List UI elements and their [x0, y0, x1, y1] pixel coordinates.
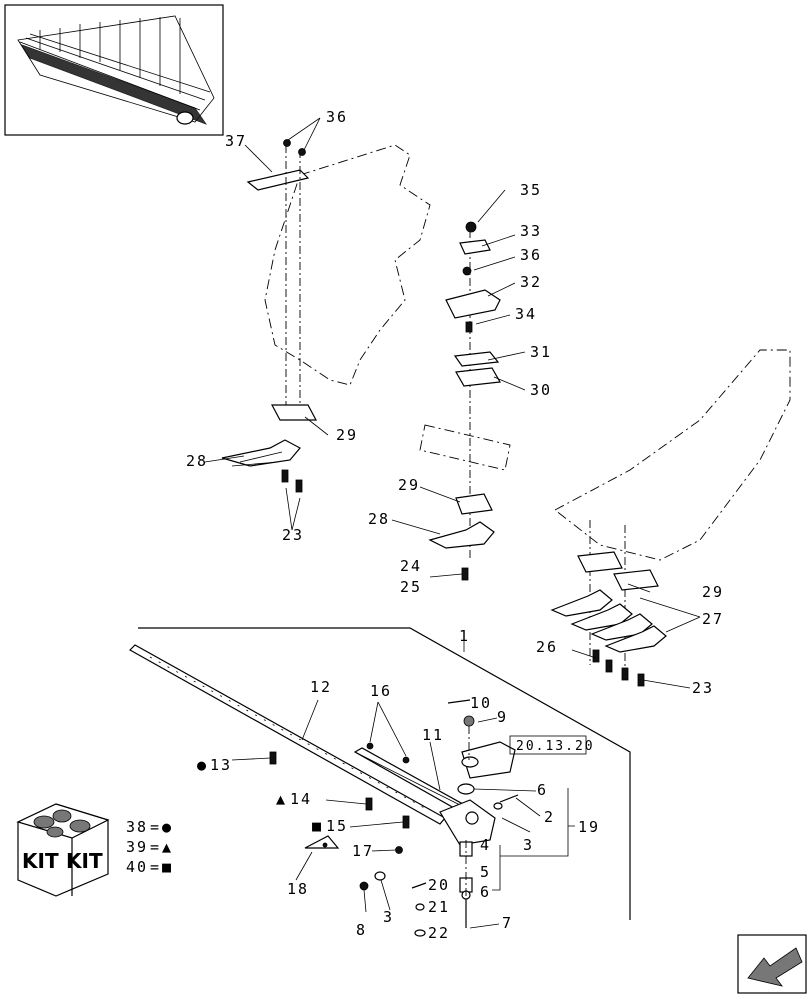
callout-10: 10: [470, 694, 492, 712]
callout-30: 30: [530, 381, 552, 399]
callout-2: 2: [544, 808, 555, 826]
callout-37: 37: [225, 132, 247, 150]
callout-34: 34: [515, 305, 537, 323]
legend-symbol-38: ●: [162, 818, 173, 836]
left-guard-assembly: [221, 139, 431, 493]
legend-number-40: 40: [126, 858, 148, 876]
callout-23a: 23: [282, 526, 304, 544]
callout-23b: 23: [692, 679, 714, 697]
callout-5: 5: [480, 863, 491, 881]
kit-label-left: KIT: [22, 849, 59, 873]
callout-24: 24: [400, 557, 422, 575]
callout-1: 1: [459, 627, 470, 645]
callout-33: 33: [520, 222, 542, 240]
symbol-circle-13: ●: [197, 756, 208, 774]
callout-11: 11: [422, 726, 444, 744]
callout-21: 21: [428, 898, 450, 916]
callout-29a: 29: [336, 426, 358, 444]
legend-number-38: 38: [126, 818, 148, 836]
callout-36b: 36: [520, 246, 542, 264]
symbol-square-15: ■: [312, 817, 323, 835]
kit-label-right: KIT: [66, 849, 103, 873]
callout-9: 9: [497, 708, 508, 726]
callout-28b: 28: [368, 510, 390, 528]
center-guard-assembly: [419, 221, 511, 581]
callout-8: 8: [356, 921, 367, 939]
callout-19: 19: [578, 818, 600, 836]
legend-equals-40: =: [150, 858, 161, 876]
callout-29b: 29: [398, 476, 420, 494]
callout-6b: 6: [480, 883, 491, 901]
callout-labels: 36 37 35 33 36 32 34 31 30 29 28 23 29 2…: [186, 108, 724, 942]
kit-box-icon: KIT KIT: [16, 803, 110, 897]
header-thumbnail: [4, 4, 224, 136]
knife-assembly-frame: [129, 627, 631, 937]
symbol-triangle-14: ▲: [276, 790, 287, 808]
callout-25: 25: [400, 578, 422, 596]
callout-20: 20: [428, 876, 450, 894]
legend-symbol-40: ■: [162, 858, 173, 876]
callout-3a: 3: [523, 836, 534, 854]
callout-14: 14: [290, 790, 312, 808]
legend-equals-38: =: [150, 818, 161, 836]
callout-27: 27: [702, 610, 724, 628]
callout-29c: 29: [702, 583, 724, 601]
callout-28a: 28: [186, 452, 208, 470]
arrow-icon: [747, 947, 803, 987]
callout-3b: 3: [383, 908, 394, 926]
callout-13: 13: [210, 756, 232, 774]
callout-22: 22: [428, 924, 450, 942]
reference-box[interactable]: 20.13.20: [509, 735, 595, 755]
callout-32: 32: [520, 273, 542, 291]
callout-15: 15: [326, 817, 348, 835]
previous-page-arrow-button[interactable]: [737, 934, 807, 994]
legend-symbol-39: ▲: [162, 838, 173, 856]
callout-17: 17: [352, 842, 374, 860]
callout-31: 31: [530, 343, 552, 361]
callout-18: 18: [287, 880, 309, 898]
callout-36a: 36: [326, 108, 348, 126]
legend-number-39: 39: [126, 838, 148, 856]
legend-equals-39: =: [150, 838, 161, 856]
callout-6a: 6: [537, 781, 548, 799]
callout-35: 35: [520, 181, 542, 199]
callout-26: 26: [536, 638, 558, 656]
leader-lines: [204, 117, 701, 929]
callout-4: 4: [480, 836, 491, 854]
callout-7: 7: [502, 914, 513, 932]
right-guard-assembly: [550, 349, 791, 687]
reference-box-label: 20.13.20: [516, 739, 595, 754]
kit-legend: 38 = ● 39 = ▲ 40 = ■: [126, 818, 173, 876]
callout-16: 16: [370, 682, 392, 700]
callout-12: 12: [310, 678, 332, 696]
